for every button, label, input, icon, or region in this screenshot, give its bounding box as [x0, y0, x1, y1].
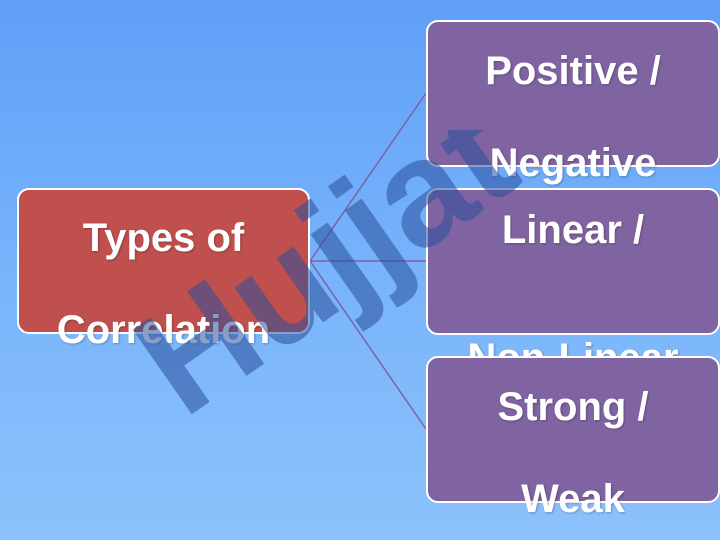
child-3-line-2: Weak [521, 476, 625, 521]
child-1-line-2: Negative [489, 140, 657, 185]
child-1-line-1: Positive / [485, 48, 661, 93]
child-node-label: Strong / Weak [497, 338, 648, 522]
child-2-line-1: Linear / [501, 207, 645, 252]
child-node-strong-weak: Strong / Weak [426, 356, 720, 521]
child-node-label: Positive / Negative [485, 2, 661, 186]
child-node-linear-nonlinear: Linear / Non-Linear [426, 188, 720, 380]
connector-positive-negative [309, 92, 427, 262]
child-3-line-1: Strong / [497, 384, 649, 429]
root-line-2: Correlation [56, 308, 271, 352]
root-node-types-of-correlation: Types of Correlation [17, 188, 310, 352]
root-node-label: Types of Correlation [57, 169, 270, 353]
child-node-positive-negative: Positive / Negative [426, 20, 720, 185]
connector-strong-weak [309, 260, 427, 430]
root-line-1: Types of [82, 216, 245, 260]
